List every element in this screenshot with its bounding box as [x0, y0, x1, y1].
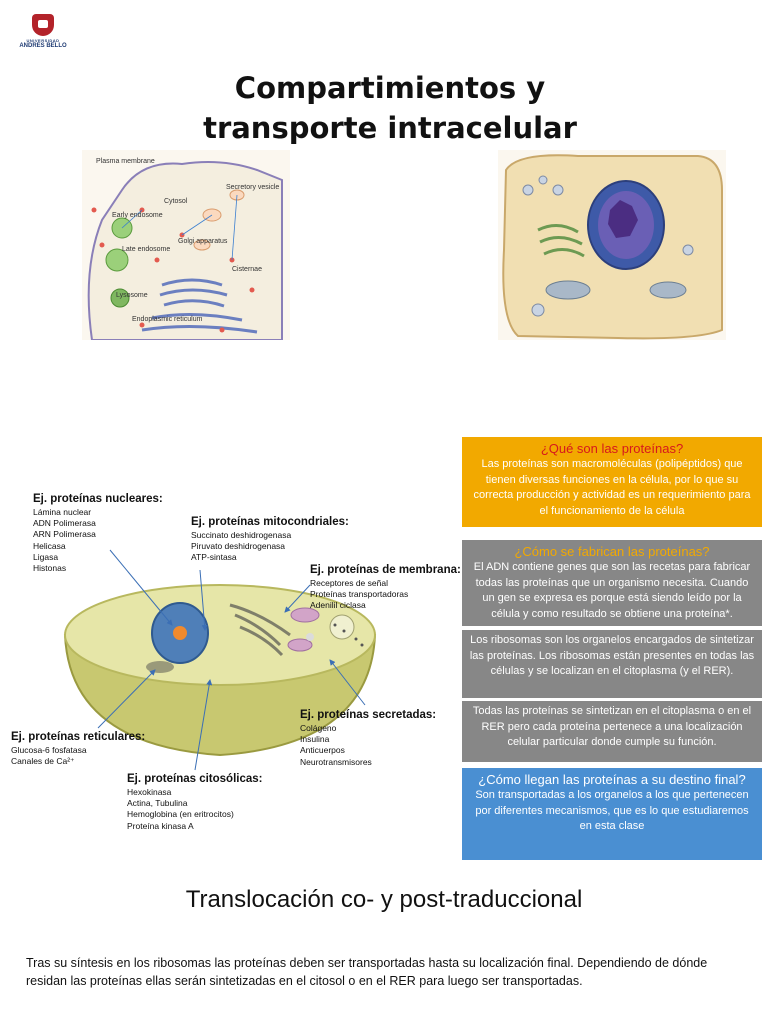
group-reticular-proteins: Ej. proteínas reticulares: Glucosa-6 fos… — [11, 730, 145, 767]
label-late-endosome: Late endosome — [122, 246, 171, 253]
info-box-how-made: ¿Cómo se fabrican las proteínas? El ADN … — [462, 540, 762, 626]
group-item: Receptores de señal — [310, 578, 388, 588]
group-item: Succinato deshidrogenasa — [191, 530, 292, 540]
logo-name-line: ANDRES BELLO — [19, 43, 67, 49]
section-subtitle: Translocación co- y post-traduccional — [185, 886, 583, 913]
info-box-ribosomes: Los ribosomas son los organelos encargad… — [462, 630, 762, 698]
group-cytosolic-proteins: Ej. proteínas citosólicas: Hexokinasa Ac… — [127, 772, 262, 832]
label-cytosol: Cytosol — [164, 198, 188, 205]
box-heading: ¿Qué son las proteínas? — [540, 441, 684, 456]
box-heading: ¿Cómo llegan las proteínas a su destino … — [478, 772, 746, 787]
group-item: Adenilil ciclasa — [310, 600, 366, 611]
label-cisternae: Cisternae — [232, 266, 262, 273]
university-logo: UNIVERSIDAD ANDRES BELLO — [18, 14, 68, 58]
label-endoplasmic-reticulum: Endoplasmic reticulum — [132, 316, 203, 323]
endomembrane-diagram: Plasma membrane Cytosol Secretory vesicl… — [82, 150, 290, 341]
group-item: Insulina — [300, 734, 330, 745]
group-item: Neurotransmisores — [300, 756, 372, 767]
endomembrane-illustration — [87, 161, 283, 341]
group-heading: Ej. proteínas secretadas: — [300, 709, 437, 721]
group-item: Actina, Tubulina — [127, 798, 188, 809]
group-item: Hemoglobina (en eritrocitos) — [127, 809, 234, 820]
group-item: Piruvato deshidrogenasa — [191, 541, 286, 552]
group-item: Proteínas transportadoras — [310, 589, 409, 600]
group-item: Colágeno — [300, 723, 337, 733]
cell-illustration — [60, 555, 380, 765]
box-text: El ADN contiene genes que son las receta… — [473, 561, 751, 620]
page-title: Compartimientos y transporte intracelula… — [150, 68, 630, 148]
label-plasma-membrane: Plasma membrane — [96, 158, 155, 165]
group-item: Lámina nuclear — [33, 507, 92, 517]
group-item: Hexokinasa — [127, 787, 172, 797]
group-heading: Ej. proteínas reticulares: — [11, 731, 146, 743]
label-golgi-apparatus: Golgi apparatus — [178, 238, 228, 245]
box-text: Todas las proteínas se sintetizan en el … — [472, 705, 752, 748]
group-item: Histonas — [33, 563, 67, 574]
label-secretory-vesicle: Secretory vesicle — [226, 184, 280, 191]
box-text: Las proteínas son macromoléculas (polipé… — [473, 458, 751, 517]
group-secreted-proteins: Ej. proteínas secretadas: Colágeno Insul… — [300, 708, 436, 768]
title-line-1: Compartimientos y — [234, 71, 546, 105]
group-heading: Ej. proteínas mitocondriales: — [191, 516, 349, 528]
group-heading: Ej. proteínas citosólicas: — [127, 773, 263, 785]
group-item: Anticuerpos — [300, 745, 345, 756]
animal-cell-diagram — [498, 150, 726, 340]
logo-university-line: UNIVERSIDAD — [26, 38, 60, 43]
group-item: Ligasa — [33, 551, 59, 562]
group-item: Canales de Ca²⁺ — [11, 756, 75, 767]
box-heading: ¿Cómo se fabrican las proteínas? — [514, 544, 710, 559]
group-heading: Ej. proteínas nucleares: — [33, 493, 163, 505]
group-membrane-proteins: Ej. proteínas de membrana: Receptores de… — [310, 563, 461, 612]
info-box-synthesis-location: Todas las proteínas se sintetizan en el … — [462, 701, 762, 762]
label-lysosome: Lysosome — [116, 292, 148, 299]
group-heading: Ej. proteínas de membrana: — [310, 564, 461, 576]
half-cell-illustration — [63, 584, 377, 757]
group-item: Proteína kinasa A — [127, 820, 194, 831]
group-mitochondrial-proteins: Ej. proteínas mitocondriales: Succinato … — [191, 515, 349, 564]
group-nuclear-proteins: Ej. proteínas nucleares: Lámina nuclear … — [33, 492, 163, 574]
shield-icon — [32, 14, 54, 36]
title-line-2: transporte intracelular — [203, 111, 577, 145]
label-early-endosome: Early endosome — [112, 212, 163, 219]
group-item: Glucosa-6 fosfatasa — [11, 745, 87, 755]
box-text: Son transportadas a los organelos a los … — [475, 789, 749, 832]
animal-cell-illustration — [502, 154, 723, 340]
group-item: ATP-sintasa — [191, 552, 237, 563]
body-paragraph: Tras su síntesis en los ribosomas las pr… — [26, 956, 708, 988]
group-item: ARN Polimerasa — [33, 529, 96, 540]
box-text: Los ribosomas son los organelos encargad… — [469, 634, 755, 677]
group-item: ADN Polimerasa — [33, 518, 96, 529]
info-box-what-are-proteins: ¿Qué son las proteínas? Las proteínas so… — [462, 437, 762, 527]
info-box-how-they-arrive: ¿Cómo llegan las proteínas a su destino … — [462, 768, 762, 860]
group-item: Helicasa — [33, 540, 66, 551]
